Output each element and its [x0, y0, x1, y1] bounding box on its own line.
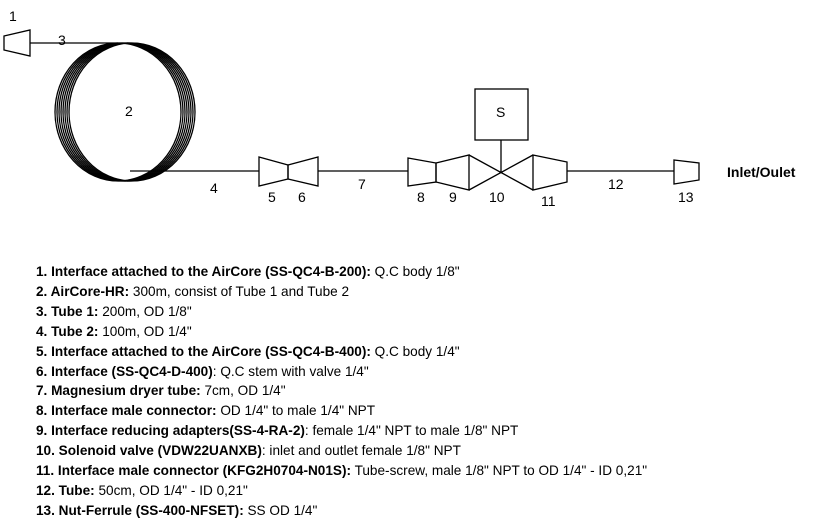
legend-item-title: 12. Tube: [36, 482, 95, 498]
component-legend: 1. Interface attached to the AirCore (SS… [36, 262, 816, 521]
legend-item-title: 4. Tube 2: [36, 323, 99, 339]
label-11: 11 [541, 193, 556, 209]
legend-item-desc: 7cm, OD 1/4" [200, 383, 286, 399]
legend-item-desc: Tube-screw, male 1/8" NPT to OD 1/4" - I… [351, 463, 648, 479]
interface-6-shape [287, 156, 319, 187]
legend-item: 7. Magnesium dryer tube: 7cm, OD 1/4" [36, 381, 816, 401]
legend-item-title: 1. Interface attached to the AirCore (SS… [36, 264, 371, 279]
interface-8-shape [407, 157, 437, 187]
interface-11-shape [532, 154, 568, 191]
legend-item-title: 9. Interface reducing adapters(SS-4-RA-2… [36, 423, 305, 439]
label-9: 9 [449, 189, 457, 205]
legend-item-title: 8. Interface male connector: [36, 403, 217, 419]
legend-item-title: 3. Tube 1: [36, 303, 99, 319]
legend-item: 3. Tube 1: 200m, OD 1/8" [36, 302, 816, 322]
aircore-schematic: 1 3 2 4 5 6 7 8 9 10 11 12 13 S Inlet/Ou… [3, 8, 796, 209]
legend-item: 1. Interface attached to the AirCore (SS… [36, 262, 816, 282]
legend-item: 4. Tube 2: 100m, OD 1/4" [36, 322, 816, 342]
legend-item-title: 6. Interface (SS-QC4-D-400) [36, 363, 213, 379]
legend-item-desc: : inlet and outlet female 1/8" NPT [261, 443, 461, 459]
solenoid-label: S [496, 104, 505, 120]
legend-item: 2. AirCore-HR: 300m, consist of Tube 1 a… [36, 282, 816, 302]
legend-item: 13. Nut-Ferrule (SS-400-NFSET): SS OD 1/… [36, 501, 816, 521]
interface-9-shape [435, 154, 470, 191]
legend-item-title: 2. AirCore-HR: [36, 283, 130, 299]
legend-item-desc: 100m, OD 1/4" [98, 323, 192, 339]
interface-5-shape [258, 156, 289, 187]
aircore-coil [54, 42, 196, 182]
legend-item-desc: 50cm, OD 1/4" - ID 0,21" [94, 482, 248, 498]
legend-item: 6. Interface (SS-QC4-D-400): Q.C stem wi… [36, 362, 816, 382]
interface-1-shape [3, 29, 31, 57]
legend-item: 9. Interface reducing adapters(SS-4-RA-2… [36, 421, 816, 441]
legend-item-title: 11. Interface male connector (KFG2H0704-… [36, 463, 352, 479]
legend-item-title: 10. Solenoid valve (VDW22UANXB) [36, 443, 262, 459]
solenoid-valve-shape [468, 140, 534, 191]
inlet-outlet-label: Inlet/Oulet [727, 164, 796, 180]
label-12: 12 [608, 176, 624, 192]
legend-item: 10. Solenoid valve (VDW22UANXB): inlet a… [36, 441, 816, 461]
label-4: 4 [210, 180, 218, 196]
legend-item-desc: 200m, OD 1/8" [98, 303, 192, 319]
nut-ferrule-shape [673, 159, 700, 185]
legend-item: 12. Tube: 50cm, OD 1/4" - ID 0,21" [36, 481, 816, 501]
legend-item-title: 5. Interface attached to the AirCore (SS… [36, 343, 371, 359]
legend-item: 11. Interface male connector (KFG2H0704-… [36, 461, 816, 481]
legend-item-desc: : Q.C stem with valve 1/4" [212, 363, 369, 379]
legend-item: 5. Interface attached to the AirCore (SS… [36, 342, 816, 362]
label-7: 7 [358, 176, 366, 192]
legend-item-desc: : female 1/4" NPT to male 1/8" NPT [304, 423, 519, 439]
label-8: 8 [417, 189, 425, 205]
label-2: 2 [125, 103, 133, 119]
label-1: 1 [9, 8, 17, 24]
legend-item-title: 7. Magnesium dryer tube: [36, 383, 201, 399]
legend-item-desc: Q.C body 1/4" [370, 343, 460, 359]
legend-item-title: 13. Nut-Ferrule (SS-400-NFSET): [36, 502, 244, 518]
legend-item-desc: SS OD 1/4" [243, 502, 318, 518]
label-5: 5 [268, 189, 276, 205]
legend-item: 8. Interface male connector: OD 1/4" to … [36, 401, 816, 421]
legend-item-desc: OD 1/4" to male 1/4" NPT [216, 403, 376, 419]
label-10: 10 [489, 189, 505, 205]
label-6: 6 [298, 189, 306, 205]
legend-item-desc: Q.C body 1/8" [370, 264, 460, 279]
label-3: 3 [58, 32, 66, 48]
legend-item-desc: 300m, consist of Tube 1 and Tube 2 [129, 283, 350, 299]
solenoid-box [474, 88, 529, 141]
label-13: 13 [678, 189, 694, 205]
